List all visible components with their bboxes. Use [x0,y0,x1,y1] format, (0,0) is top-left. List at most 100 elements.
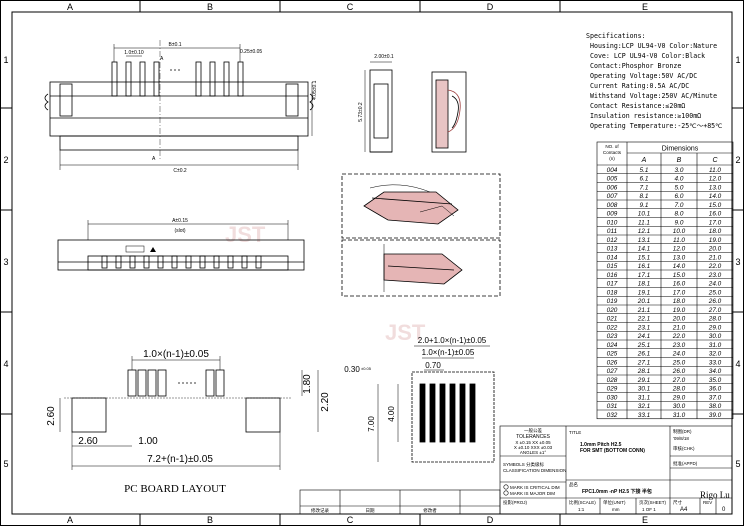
dim-pitch: 1.0±0.10 [124,50,144,56]
row-label: 5 [735,459,740,469]
table-cell: 22.0 [708,263,722,270]
table-cell: 24.0 [708,281,722,288]
table-cell: 7.0 [675,202,684,209]
table-cell: 6.1 [640,176,649,183]
table-cell: 22.1 [637,316,651,323]
table-cell: 36.0 [709,386,722,393]
table-cell: 024 [607,342,618,349]
bottom-pins [101,255,262,269]
size-label: 尺寸 [673,499,682,506]
dim-h: 4.05±0.1 [312,80,318,100]
watermark-text: JST [385,320,426,345]
front-pins [111,61,244,97]
slot-label: (slot) [174,228,185,234]
table-header-no: NO. of [605,144,619,149]
table-cell: 24.1 [637,333,651,340]
rev-by: 修改者 [423,507,437,514]
approve-label: 批准(APPD) [673,460,698,467]
drawn-label: 制图(DR) [673,428,692,435]
table-cell: 009 [607,211,618,218]
dim-c: C±0.2 [173,168,187,174]
table-cell: 013 [607,246,618,253]
table-header-dims: Dimensions [662,146,699,153]
ffc-dim-030: 0.30 [344,365,360,374]
table-header-no: (n) [609,156,615,161]
col-label: B [207,515,213,525]
ffc-dim-pitch: 1.0×(n-1)±0.05 [422,348,475,357]
table-cell: 19.1 [638,289,651,296]
table-header-c: C [712,157,718,164]
table-cell: 11.0 [709,167,721,174]
table-cell: 3.0 [675,167,684,174]
title-block [299,425,733,515]
table-cell: 14.0 [709,193,722,200]
title-label: TITLE [569,430,581,435]
table-cell: 4.0 [675,176,684,183]
table-cell: 30.0 [673,403,686,410]
section-a: A [152,156,156,162]
table-cell: 008 [607,202,618,209]
table-cell: 18.0 [673,298,686,305]
table-cell: 5.0 [675,184,684,191]
table-cell: 27.0 [708,307,722,314]
dim-h: 5.73±0.2 [358,102,364,122]
table-cell: 30.1 [638,386,651,393]
pcb-dims: 1.0×(n-1)±0.05 1.80 2.20 2.60 2.60 1.00 … [46,349,331,495]
table-cell: 28.0 [672,386,686,393]
table-cell: 032 [607,412,618,419]
table-cell: 32.1 [638,403,651,410]
table-cell: 006 [607,184,618,191]
table-cell: 030 [607,394,618,401]
row-label: 2 [3,155,8,165]
table-cell: 14.1 [638,246,651,253]
table-cell: 9.1 [640,202,649,209]
table-cell: 22.0 [672,333,686,340]
table-cell: 12.0 [709,176,722,183]
table-cell: 15.1 [638,254,651,261]
table-cell: 34.0 [709,368,722,375]
row-label: 5 [3,459,8,469]
unit-label: 单位(UNIT) [603,499,626,506]
pcb-dim-260-v: 2.60 [46,406,57,426]
spec-line: Withstand Voltage:250V AC/Minute [590,92,717,100]
unit-value: mm [612,507,620,512]
table-cell: 012 [607,237,618,244]
proj-label: 投影(PROJ) [503,499,527,506]
dim-a: A±0.15 [172,218,188,224]
table-cell: 19.0 [673,307,686,314]
table-cell: 016 [607,272,618,279]
table-cell: 27.1 [637,359,651,366]
spec-title: Specifications: [586,32,646,40]
table-cell: 17.1 [638,272,651,279]
table-cell: 8.1 [640,193,649,200]
table-cell: 39.0 [709,412,722,419]
table-cell: 005 [607,176,618,183]
dim-w: 2.00±0.1 [374,54,394,60]
table-cell: 21.1 [637,307,651,314]
section-view [431,71,467,153]
table-cell: 12.0 [673,246,686,253]
table-cell: 14.0 [673,263,686,270]
sheet-value: 1 OF 1 [642,507,656,512]
size-value: A4 [680,507,688,513]
table-cell: 12.1 [638,228,651,235]
row-label: 1 [735,55,740,65]
table-cell: 32.0 [709,351,722,358]
table-header-a: A [641,157,647,164]
dim-b: B±0.1 [168,42,181,48]
table-cell: 13.0 [673,254,686,261]
table-cell: 26.0 [672,368,686,375]
table-cell: 28.1 [637,368,651,375]
row-label: 2 [735,155,740,165]
spec-line: Cove: LCP UL94-V0 Color:Black [590,52,705,60]
pcb-dim-220: 2.20 [320,392,331,412]
table-cell: 29.1 [637,377,651,384]
major-mark: MARK IS MAJOR DIM [510,491,555,496]
pcb-dim-total: 7.2+(n-1)±0.05 [147,454,213,465]
col-label: C [347,515,354,525]
table-cell: 018 [607,289,618,296]
front-view-dims: B±0.1 1.0±0.10 0.25±0.05 C±0.2 4.05±0.1 … [124,42,318,174]
table-cell: 011 [607,228,618,235]
